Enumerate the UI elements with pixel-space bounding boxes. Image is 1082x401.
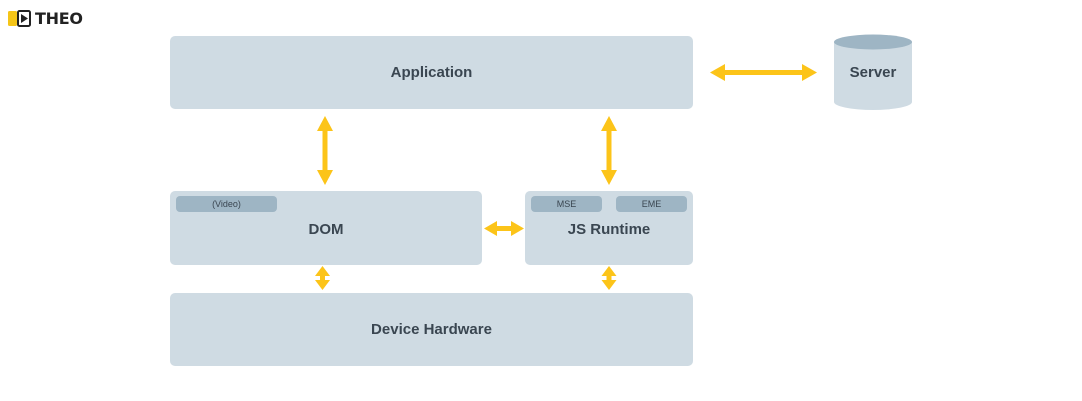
app-server-arrow: [710, 64, 817, 81]
application-label: Application: [390, 64, 473, 81]
server-cylinder-icon: [834, 34, 912, 110]
theo-logo-icon: [8, 10, 31, 27]
server-node: Server: [833, 34, 913, 112]
dom-box: DOM (Video): [170, 191, 482, 265]
app-jsruntime-arrow: [601, 116, 617, 185]
logo-wordmark: THEO: [35, 9, 83, 28]
dom-jsruntime-arrow: [484, 221, 524, 236]
video-chip: (Video): [176, 196, 277, 212]
application-box: Application: [170, 36, 693, 109]
eme-chip: EME: [616, 196, 687, 212]
app-dom-arrow: [317, 116, 333, 185]
jsruntime-hardware-arrow: [601, 266, 617, 290]
dom-label: DOM: [308, 220, 344, 238]
server-label: Server: [849, 64, 897, 81]
js-runtime-label: JS Runtime: [567, 220, 651, 238]
theo-logo: THEO: [8, 9, 83, 28]
js-runtime-box: JS Runtime MSE EME: [525, 191, 693, 265]
device-hardware-label: Device Hardware: [371, 321, 492, 338]
mse-chip: MSE: [531, 196, 602, 212]
device-hardware-box: Device Hardware: [170, 293, 693, 366]
dom-hardware-arrow: [315, 266, 330, 290]
